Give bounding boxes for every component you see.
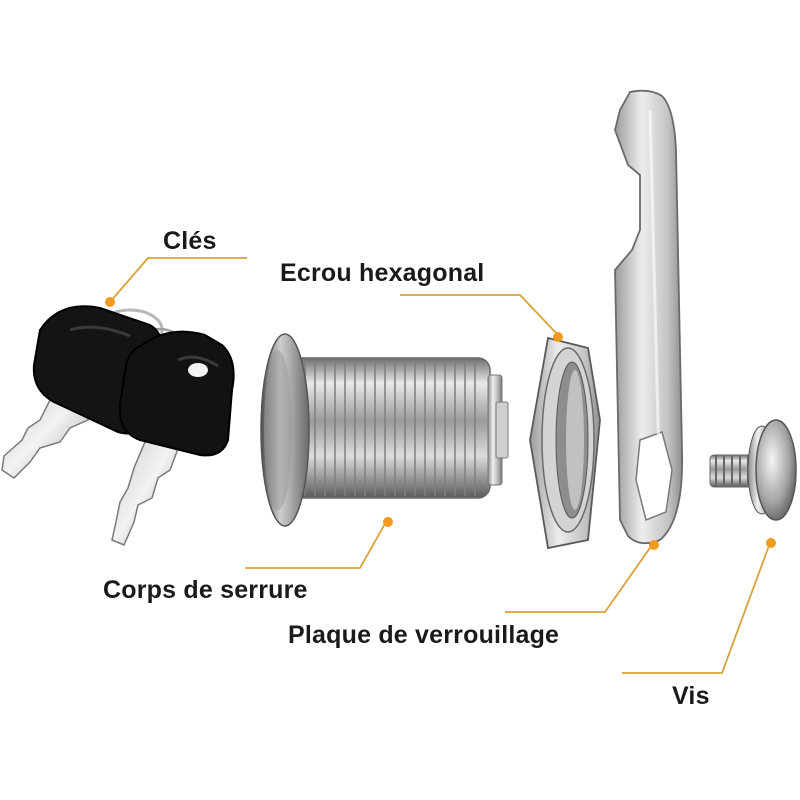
- key-blade-front: [111, 429, 183, 546]
- locking-plate-illustration: [614, 89, 684, 545]
- leader-line-screw: [622, 542, 771, 674]
- locking-plate-hex-hole: [635, 431, 673, 522]
- leader-lines: [109, 257, 771, 674]
- label-hex-nut: Ecrou hexagonal: [280, 259, 485, 287]
- anchor-dot-keys: [105, 297, 115, 307]
- anchor-dot-hex-nut: [553, 332, 563, 342]
- key-head-front: [118, 330, 235, 457]
- anchor-dots: [105, 297, 776, 550]
- label-lock-body: Corps de serrure: [103, 576, 308, 604]
- anchor-dot-locking-plate: [649, 540, 659, 550]
- leader-line-keys: [109, 257, 247, 303]
- leader-line-locking-plate: [505, 544, 653, 613]
- screw-head: [755, 419, 797, 521]
- label-screw: Vis: [672, 682, 710, 710]
- lock-body-illustration: [260, 333, 509, 527]
- anchor-dot-screw: [766, 538, 776, 548]
- screw-illustration: [709, 419, 797, 521]
- lock-body-cylinder: [289, 357, 491, 499]
- label-keys: Clés: [163, 227, 217, 255]
- leader-line-lock-body: [245, 521, 387, 569]
- leader-line-hex-nut: [400, 294, 559, 336]
- keys-illustration: [1, 305, 235, 546]
- label-locking-plate: Plaque de verrouillage: [288, 621, 560, 649]
- locking-plate-shape: [614, 89, 684, 545]
- hex-nut-illustration: [529, 336, 601, 550]
- anchor-dot-lock-body: [383, 517, 393, 527]
